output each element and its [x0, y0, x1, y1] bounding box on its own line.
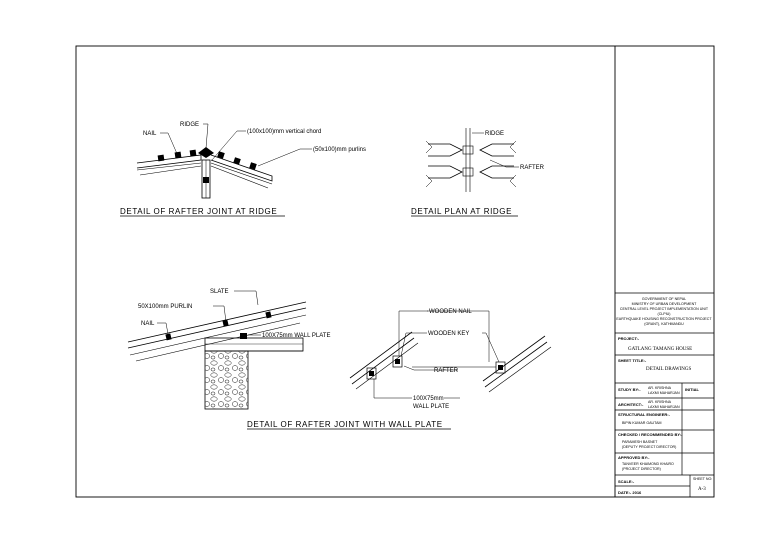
title-block: GOVERNMENT OF NEPAL MINISTRY OF URBAN DE…	[615, 292, 714, 497]
title-block-text: LAXMI MAHARJAN	[648, 405, 680, 409]
title-block-text: INITIAL	[685, 387, 700, 392]
sheet-title-value: DETAIL DRAWINGS	[646, 367, 691, 372]
title-block-text: MINISTRY OF URBAN DEVELOPMENT	[632, 302, 698, 306]
ridge-detail: NAIL RIDGE (100x100)mm vertical chord (5…	[120, 122, 366, 217]
plan-detail: RIDGE RAFTER DETAIL PLAN AT RIDGE	[411, 128, 545, 217]
sheet-border	[75, 45, 715, 498]
label-slate: SLATE	[210, 289, 229, 295]
plan-label-rafter: RAFTER	[520, 165, 545, 171]
label-wooden-nail: WOODEN NAIL	[429, 309, 472, 315]
label-wall-plate-2b: WALL PLATE	[413, 404, 449, 410]
title-block-text: CHECKED / RECOMMENDED BY:-	[618, 432, 683, 437]
label-nail-2: NAIL	[141, 321, 155, 327]
title-block-text: SHEET NO:	[693, 477, 712, 481]
title-block-text: AR. KRISHNA	[648, 400, 672, 404]
title-block-text: SCALE:-	[618, 479, 635, 484]
title-block-text: (DEPUTY PROJECT DIRECTOR)	[622, 445, 676, 449]
label-purlins: (50x100)mm purlins	[313, 147, 366, 153]
plan-label-ridge: RIDGE	[485, 131, 504, 137]
label-vertical-chord: (100x100)mm vertical chord	[247, 129, 321, 135]
label-wooden-key: WOODEN KEY	[428, 331, 469, 337]
title-block-text: TANVEER KHAIMOND KHAIRO	[622, 462, 674, 466]
title-block-text: EARTHQUAKE HOUSING RECONSTRUCTION PROJEC…	[616, 317, 712, 321]
wall-plate-detail: SLATE 50X100mm PURLIN NAIL 100X75mm WALL…	[127, 289, 552, 430]
title-block-text: CENTRAL LEVEL PROJECT IMPLEMENTATION UNI…	[620, 307, 709, 311]
title-block-text: AR. KRISHNA	[648, 386, 672, 390]
title-block-text: ARCHITECT:-	[618, 402, 644, 407]
title-rafter-joint-ridge: DETAIL OF RAFTER JOINT AT RIDGE	[120, 207, 277, 216]
title-block-text: BIPIN KUMAR GAUTAM	[622, 421, 661, 425]
project-value: GATLANG TAMANG HOUSE	[628, 347, 692, 352]
label-wall-plate: 100X75mm WALL PLATE	[262, 333, 330, 339]
label-ridge: RIDGE	[180, 122, 199, 128]
label-wall-plate-2a: 100X75mm	[413, 396, 444, 402]
title-rafter-wall-plate: DETAIL OF RAFTER JOINT WITH WALL PLATE	[247, 420, 443, 429]
sheet-title-label: SHEET TITLE:-	[618, 358, 647, 363]
project-label: PROJECT:-	[618, 336, 640, 341]
title-block-text: (CLPIU)	[658, 312, 671, 316]
label-purlin: 50X100mm PURLIN	[138, 304, 192, 310]
title-block-text: DATE:- 2016	[618, 490, 642, 495]
title-block-text: APPROVED BY:-	[618, 455, 650, 460]
title-block-text: STUDY BY:-	[618, 387, 641, 392]
label-rafter-2: RAFTER	[434, 368, 459, 374]
title-plan-ridge: DETAIL PLAN AT RIDGE	[411, 207, 512, 216]
title-block-text: (PROJECT DIRECTOR)	[622, 467, 661, 471]
title-block-text: (GRANT), KATHMANDU	[644, 322, 684, 326]
title-block-text: LAXMI MAHARJAN	[648, 391, 680, 395]
title-block-text: PARAMESH BASNET	[622, 440, 658, 444]
sheet-number: A-3	[698, 487, 706, 492]
title-block-text: GOVERNMENT OF NEPAL	[642, 297, 686, 301]
label-nail: NAIL	[143, 131, 157, 137]
title-block-text: STRUCTURAL ENGINEER:-	[618, 412, 671, 417]
